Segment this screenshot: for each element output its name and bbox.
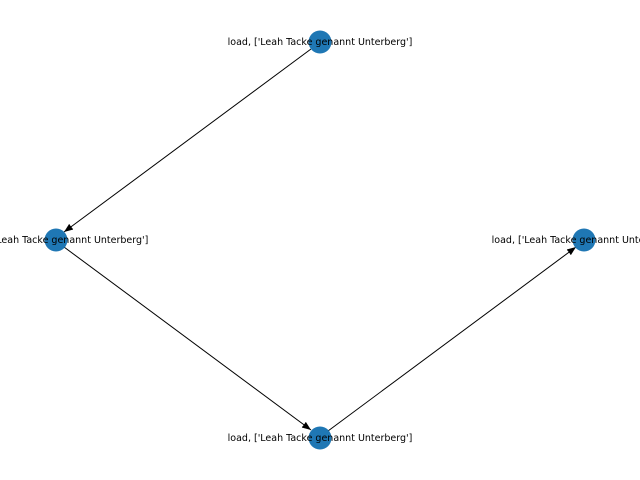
edges [63, 48, 577, 432]
node-2[interactable]: load, ['Leah Tacke genannt Unterberg'] [0, 228, 148, 252]
node-1[interactable]: load, ['Leah Tacke genannt Unterberg'] [228, 30, 413, 54]
node-marker [308, 30, 332, 54]
node-label: load, ['Leah Tacke genannt Unterberg'] [228, 433, 413, 444]
node-label: load, ['Leah Tacke genannt Unterberg'] [492, 235, 640, 246]
node-marker [44, 228, 68, 252]
edge-n3-n4 [327, 246, 577, 432]
node-label: load, ['Leah Tacke genannt Unterberg'] [0, 235, 148, 246]
node-marker [572, 228, 596, 252]
node-marker [308, 426, 332, 450]
edge-n1-n2 [63, 48, 312, 233]
node-label: load, ['Leah Tacke genannt Unterberg'] [228, 37, 413, 48]
edge-n2-n3 [63, 246, 312, 431]
node-3[interactable]: load, ['Leah Tacke genannt Unterberg'] [228, 426, 413, 450]
nodes: load, ['Leah Tacke genannt Unterberg'] l… [0, 30, 640, 450]
node-4[interactable]: load, ['Leah Tacke genannt Unterberg'] [492, 228, 640, 252]
